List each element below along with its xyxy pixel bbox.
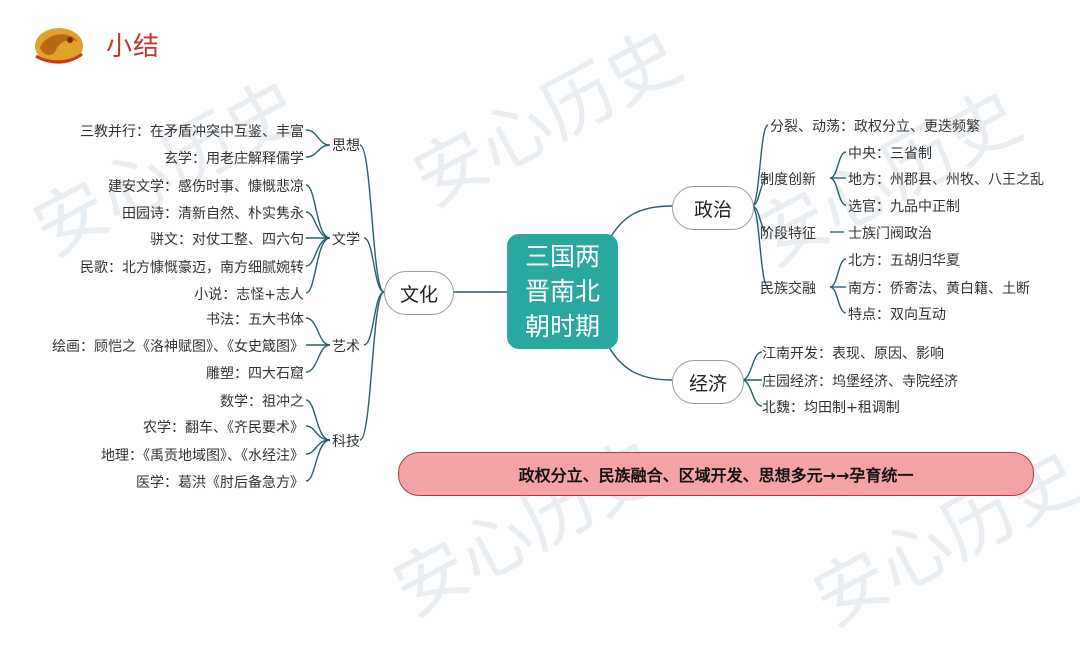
politics-node-label: 政治 bbox=[693, 198, 732, 221]
leaf-item: 书法：五大书体 bbox=[206, 312, 304, 328]
leaf-item: 建安文学：感伤时事、慷慨悲凉 bbox=[108, 179, 304, 195]
leaf-item: 北魏：均田制+租调制 bbox=[762, 400, 900, 416]
leaf-item: 士族门阀政治 bbox=[848, 226, 932, 242]
politics-node: 政治 bbox=[672, 186, 754, 230]
leaf-item: 小说：志怪+志人 bbox=[194, 287, 304, 303]
culture-node-label: 文化 bbox=[399, 283, 438, 306]
leaf-item: 绘画：顾恺之《洛神赋图》、《女史箴图》 bbox=[52, 339, 304, 355]
category-institution-innovation: 制度创新 bbox=[760, 172, 816, 188]
leaf-item: 骈文：对仗工整、四六句 bbox=[150, 232, 304, 248]
economy-node-label: 经济 bbox=[688, 372, 727, 395]
leaf-item: 北方：五胡归华夏 bbox=[848, 253, 960, 269]
category-ethnic-integration: 民族交融 bbox=[760, 281, 816, 297]
leaf-item: 江南开发：表现、原因、影响 bbox=[762, 346, 944, 362]
center-topic-line: 三国两 bbox=[524, 242, 600, 271]
leaf-item: 庄园经济：坞堡经济、寺院经济 bbox=[762, 374, 958, 390]
leaf-item: 分裂、动荡：政权分立、更迭频繁 bbox=[770, 119, 980, 135]
center-topic-line: 晋南北 bbox=[524, 277, 600, 306]
summary-banner: 政权分立、民族融合、区域开发、思想多元→→孕育统一 bbox=[398, 452, 1034, 496]
economy-node: 经济 bbox=[672, 360, 744, 404]
leaf-item: 选官：九品中正制 bbox=[848, 199, 960, 215]
leaf-item: 中央：三省制 bbox=[848, 146, 932, 162]
summary-text: 政权分立、民族融合、区域开发、思想多元→→孕育统一 bbox=[518, 466, 914, 485]
page-title: 小结 bbox=[106, 32, 161, 62]
category-thought: 思想 bbox=[332, 138, 360, 154]
leaf-item: 三教并行：在矛盾冲突中互鉴、丰富 bbox=[80, 124, 304, 140]
mindmap-connectors bbox=[305, 124, 847, 482]
category-stage-feature: 阶段特征 bbox=[760, 226, 816, 242]
leaf-item: 玄学：用老庄解释儒学 bbox=[164, 151, 304, 167]
leaf-item: 农学：翻车、《齐民要术》 bbox=[143, 420, 304, 436]
leaf-item: 南方：侨寄法、黄白籍、土断 bbox=[848, 281, 1030, 297]
dragon-logo-icon bbox=[35, 28, 83, 64]
leaf-item: 医学：葛洪《肘后备急方》 bbox=[136, 475, 304, 491]
culture-node: 文化 bbox=[384, 271, 454, 315]
category-literature: 文学 bbox=[332, 232, 360, 248]
leaf-item: 地理：《禹贡地域图》、《水经注》 bbox=[101, 448, 304, 464]
category-art: 艺术 bbox=[332, 339, 360, 355]
leaf-item: 田园诗：清新自然、朴实隽永 bbox=[122, 206, 304, 222]
center-topic-line: 朝时期 bbox=[524, 312, 600, 341]
leaf-item: 雕塑：四大石窟 bbox=[206, 366, 304, 382]
leaf-item: 地方：州郡县、州牧、八王之乱 bbox=[848, 172, 1044, 188]
leaf-item: 数学：祖冲之 bbox=[220, 394, 304, 410]
leaf-item: 民歌：北方慷慨豪迈，南方细腻婉转 bbox=[80, 260, 304, 276]
leaf-item: 特点：双向互动 bbox=[848, 307, 946, 323]
category-technology: 科技 bbox=[332, 434, 360, 450]
center-topic-box: 三国两 晋南北 朝时期 bbox=[507, 234, 618, 349]
